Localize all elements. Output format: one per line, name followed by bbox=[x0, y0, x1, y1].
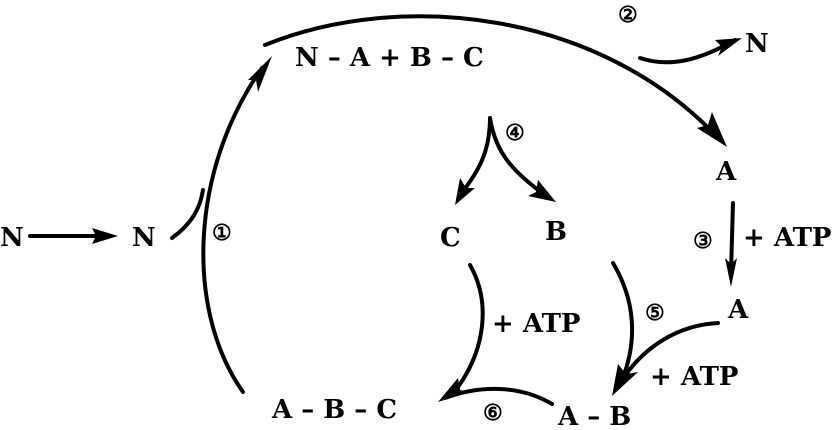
label-c: C bbox=[440, 223, 461, 253]
arrowhead bbox=[528, 180, 556, 202]
label-a-first: A bbox=[715, 157, 737, 187]
step-6-marker: ⑥ bbox=[483, 400, 503, 426]
step-5-marker: ⑤ bbox=[645, 300, 665, 326]
label-b: B bbox=[545, 217, 567, 247]
arrowhead bbox=[455, 178, 475, 205]
cofactor-atp-c: + ATP bbox=[492, 309, 581, 339]
label-a-second: A bbox=[727, 295, 749, 325]
label-n-input: N bbox=[0, 223, 24, 253]
arrow-c-to-abc bbox=[450, 263, 485, 397]
arrow-step6 bbox=[443, 386, 554, 406]
arrowhead bbox=[697, 112, 727, 147]
arrow-step4-b bbox=[488, 116, 547, 197]
arrow-step5-a bbox=[620, 321, 720, 382]
arrowhead bbox=[248, 56, 272, 92]
arrow-step3 bbox=[729, 201, 735, 274]
arrowhead bbox=[715, 38, 742, 56]
arrow-step1 bbox=[201, 66, 264, 394]
arrow-n-join bbox=[170, 188, 205, 240]
arrowhead bbox=[612, 364, 638, 396]
label-n-bound: N bbox=[132, 223, 156, 253]
arrow-step4-c bbox=[458, 116, 492, 197]
label-complex: N – A + B – C bbox=[295, 43, 484, 73]
step-1-marker: ① bbox=[212, 220, 232, 246]
label-ab: A – B bbox=[557, 402, 631, 430]
arrow-step2 bbox=[263, 14, 722, 142]
arrowhead bbox=[725, 258, 737, 287]
step-3-marker: ③ bbox=[693, 228, 713, 254]
arrow-step5-b bbox=[611, 261, 635, 382]
step-4-marker: ④ bbox=[505, 120, 525, 146]
cofactor-atp-step3: + ATP bbox=[743, 223, 832, 253]
cofactor-atp-step5: + ATP bbox=[650, 362, 739, 392]
label-abc: A – B – C bbox=[271, 395, 397, 425]
label-n-released: N bbox=[745, 29, 769, 59]
arrowhead bbox=[92, 228, 118, 244]
step-2-marker: ② bbox=[618, 2, 638, 28]
